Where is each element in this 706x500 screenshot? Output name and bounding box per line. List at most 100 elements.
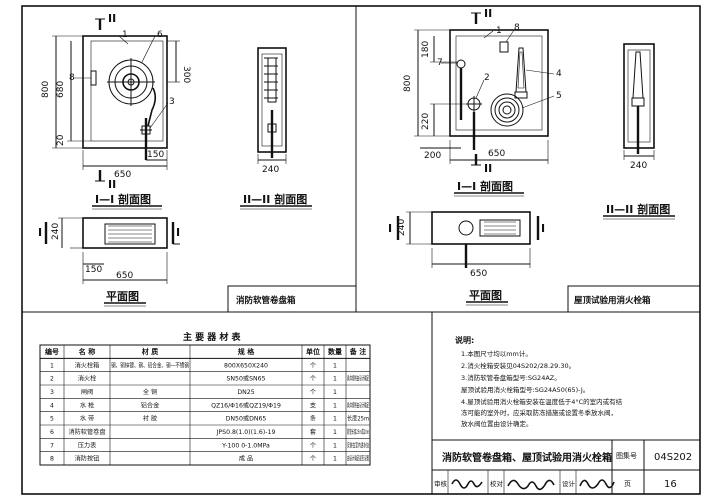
table-cell: 衬 胶: [143, 415, 157, 423]
table-cell: 个: [310, 362, 316, 369]
svg-text:20: 20: [56, 134, 66, 146]
table-cell: 压力表: [78, 441, 97, 449]
table-header-cell: 数量: [328, 347, 342, 356]
svg-text:II: II: [108, 178, 116, 191]
callout-6-left: 6: [157, 30, 163, 40]
svg-text:1.本图尺寸均以mm计。: 1.本图尺寸均以mm计。: [461, 349, 532, 358]
panel-label-left: 消防软管卷盘箱: [236, 295, 296, 306]
svg-text:I: I: [388, 222, 392, 235]
table-cell: 消火栓箱: [75, 361, 100, 369]
table-cell: 7: [50, 442, 54, 449]
svg-text:4.屋顶试验用消火栓箱安装在温度低于4°C的室内或有结: 4.屋顶试验用消火栓箱安装在温度低于4°C的室内或有结: [461, 397, 623, 406]
atlas-number: 04S202: [654, 452, 692, 463]
title-section-11-right: I—I 剖面图: [457, 179, 513, 193]
table-cell: 全 铜: [143, 388, 157, 396]
table-cell: 3: [50, 389, 54, 396]
materials-table: 编号 名 称 材 质 规 格 单位数量备 注 1 消火栓箱 钢、铜锌镀、钢、铝合金、钢—不锈钢…: [39, 344, 371, 466]
svg-text:650: 650: [470, 269, 487, 279]
table-cell: 1: [333, 376, 337, 383]
table-cell: 水 带: [80, 415, 94, 423]
notes-block: 说明: 1.本图尺寸均以mm计。 2.消火栓箱安装见04S202/28.29.3…: [455, 335, 623, 428]
title-section-11-left: I—I 剖面图: [95, 192, 151, 206]
svg-text:650: 650: [114, 170, 131, 180]
svg-text:5: 5: [556, 91, 562, 101]
table-header-cell: 名 称: [79, 347, 95, 356]
table-cell: 成 品: [239, 455, 253, 463]
table-cell: 800X650X240: [224, 362, 268, 369]
table-cell: 1: [333, 456, 337, 463]
svg-text:240: 240: [397, 219, 407, 236]
table-cell: 消火栓: [78, 375, 97, 383]
svg-text:审核: 审核: [434, 479, 448, 488]
dims-elevation-right: 800 180 220 200 650: [403, 29, 549, 164]
svg-text:设计: 设计: [562, 479, 576, 488]
svg-text:II: II: [108, 12, 116, 25]
table-cell: DN25: [237, 389, 254, 396]
table-header-cell: 单位: [306, 347, 320, 356]
title-block: 消防软管卷盘箱、屋顶试验用消火栓箱 图集号 04S202 审核 校对 设计 页 …: [431, 439, 701, 495]
table-cell: QZ16/Φ16或QZ19/Φ19: [211, 401, 281, 409]
title-plan-left: 平面图: [106, 290, 139, 303]
page-number: 16: [664, 479, 677, 490]
svg-text:240: 240: [262, 165, 279, 175]
table-cell: 胶管长度25m或20m: [347, 428, 369, 436]
section-22-right: 240: [623, 43, 655, 171]
svg-text:I: I: [38, 226, 42, 239]
table-cell: 4: [50, 402, 54, 409]
outer-frame: [21, 5, 701, 495]
table-cell: DN50或DN65: [226, 415, 267, 423]
svg-text:300: 300: [181, 66, 191, 83]
svg-text:3.消防软管卷盘箱型号:SG24AZ。: 3.消防软管卷盘箱型号:SG24AZ。: [461, 373, 561, 382]
svg-text:1: 1: [496, 26, 502, 36]
callout-8-left: 8: [69, 73, 75, 83]
table-cell: 2: [50, 376, 54, 383]
svg-text:150: 150: [147, 150, 164, 160]
svg-text:I: I: [541, 222, 545, 235]
table-cell: 个: [310, 376, 316, 383]
table-header-cell: 规 格: [238, 347, 255, 356]
table-cell: 支: [310, 401, 316, 409]
svg-text:200: 200: [424, 151, 441, 161]
button-8-left: [90, 70, 97, 86]
table-cell: 消防软管卷盘: [68, 428, 105, 436]
svg-text:800: 800: [403, 75, 413, 92]
svg-text:220: 220: [421, 113, 431, 130]
button-8-right: [499, 41, 509, 53]
title-section-22-right: II—II 剖面图: [606, 202, 670, 216]
table-cell: 1: [333, 442, 337, 449]
svg-text:I: I: [176, 226, 180, 239]
svg-text:冻可能的室外时，应采取防冻措施或设置冬季放水阀，: 冻可能的室外时，应采取防冻措施或设置冬季放水阀，: [461, 408, 617, 417]
table-cell: 钢、铜锌镀、钢、铝合金、钢—不锈钢: [111, 361, 189, 369]
dim-300-left: 300: [167, 40, 191, 83]
svg-text:放水阀位置由设计确定。: 放水阀位置由设计确定。: [461, 419, 533, 428]
table-cell: 1: [50, 362, 54, 369]
table-cell: 安装在室内进水处: [347, 441, 369, 449]
table-cell: JPS0.8(1.0)(1.6)-19: [216, 429, 276, 436]
svg-text:800: 800: [41, 81, 51, 98]
svg-text:650: 650: [488, 149, 505, 159]
hose-reel-drawing: [107, 58, 157, 127]
table-cell: 由设计确定是否设置: [347, 455, 369, 463]
section-marker-top-left: II: [95, 12, 116, 30]
table-header-cell: 备 注: [349, 347, 366, 356]
table-cell: 消防按钮: [75, 455, 100, 463]
table-cell: 1: [333, 389, 337, 396]
panel-label-right: 屋顶试验用消火栓箱: [574, 295, 651, 306]
hydrant-box-elevation: [449, 29, 549, 137]
table-cell: 闸阀: [81, 388, 93, 396]
hose-reel-box-elevation: [82, 35, 168, 149]
callout-3-left: 3: [169, 97, 175, 107]
svg-text:4: 4: [556, 69, 562, 79]
table-header-cell: 编号: [45, 347, 59, 356]
table-header-cell: 材 质: [141, 347, 158, 356]
svg-text:屋顶试验用消火栓箱型号:SG24A50(65)-J。: 屋顶试验用消火栓箱型号:SG24A50(65)-J。: [461, 385, 589, 394]
table-cell: 5: [50, 416, 54, 423]
svg-text:II: II: [484, 7, 492, 20]
table-cell: 个: [310, 456, 316, 463]
dims-elevation-left: 800 680 20: [41, 35, 91, 149]
title-section-22-left: II—II 剖面图: [243, 192, 307, 206]
svg-text:240: 240: [51, 223, 61, 240]
svg-text:180: 180: [421, 41, 431, 58]
svg-text:8: 8: [514, 23, 520, 33]
